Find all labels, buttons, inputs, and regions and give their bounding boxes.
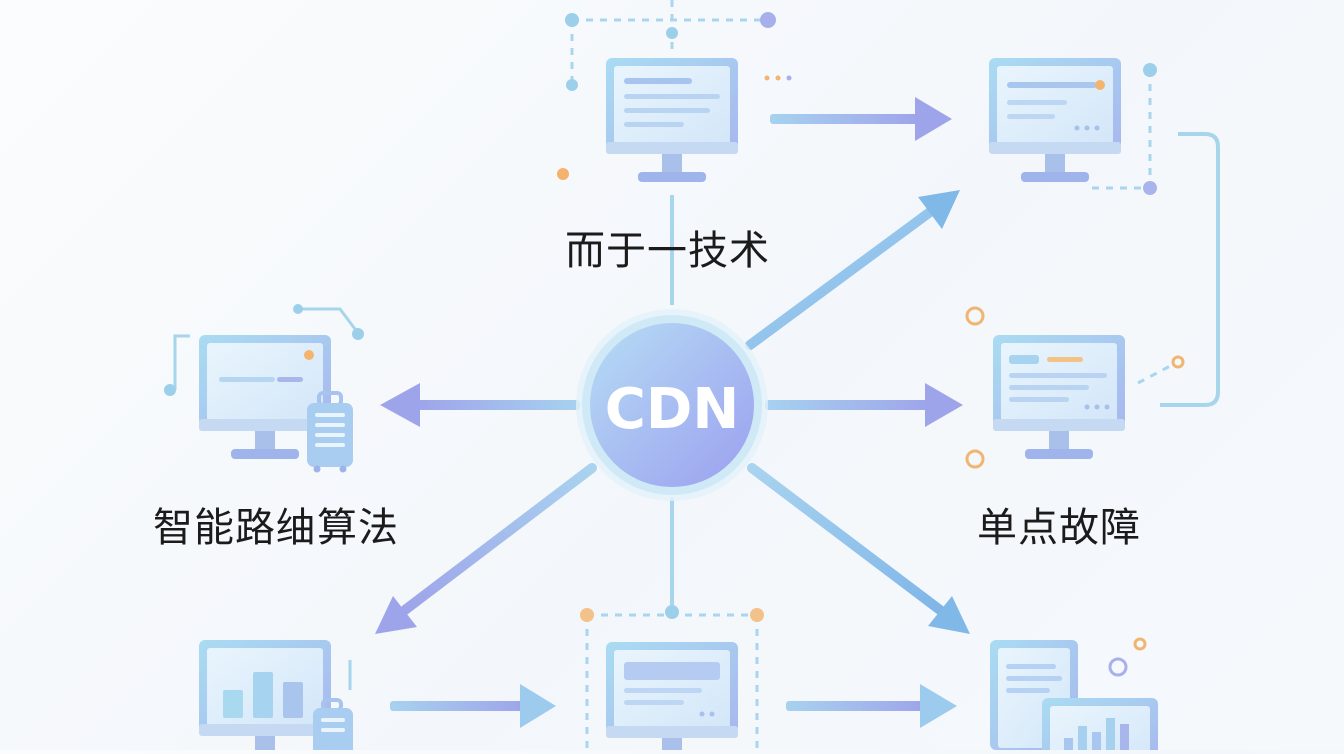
label-top: 而于一技术 [565, 228, 770, 274]
cdn-hub: CDN [576, 309, 768, 501]
documents-chart-icon [990, 640, 1158, 754]
label-right: 单点故障 [977, 505, 1141, 551]
connector-right-loop [1160, 132, 1220, 407]
monitor-window-icon [606, 642, 738, 754]
arrow-to-bottom-right [747, 463, 970, 634]
arrows [375, 97, 970, 728]
orange-accent-dots [557, 168, 1185, 677]
arrow-to-top-right [745, 190, 960, 350]
arrow-top-row [770, 97, 952, 141]
connector-lines [670, 132, 1220, 612]
monitor-text-icon [606, 58, 738, 182]
monitor-bar-chart-icon [199, 640, 331, 754]
arrow-to-right [765, 383, 963, 427]
tiny-dots [764, 75, 792, 81]
connector-lines-left [173, 307, 360, 390]
connector-dots [565, 12, 1157, 622]
monitor-progress-icon [989, 58, 1121, 182]
arrow-bottom-left-to-center [390, 684, 556, 728]
label-left: 智能路䌷算法 [153, 505, 399, 551]
suitcase-icon [307, 391, 353, 473]
monitor-list-icon [993, 335, 1125, 459]
monitor-suitcase-icon [199, 335, 331, 459]
arrow-to-left [380, 383, 580, 427]
suitcase-icon-small [313, 698, 353, 754]
arrow-to-bottom-left [375, 463, 597, 634]
arrow-bottom-center-to-right [786, 684, 957, 728]
hub-label: CDN [605, 377, 739, 442]
